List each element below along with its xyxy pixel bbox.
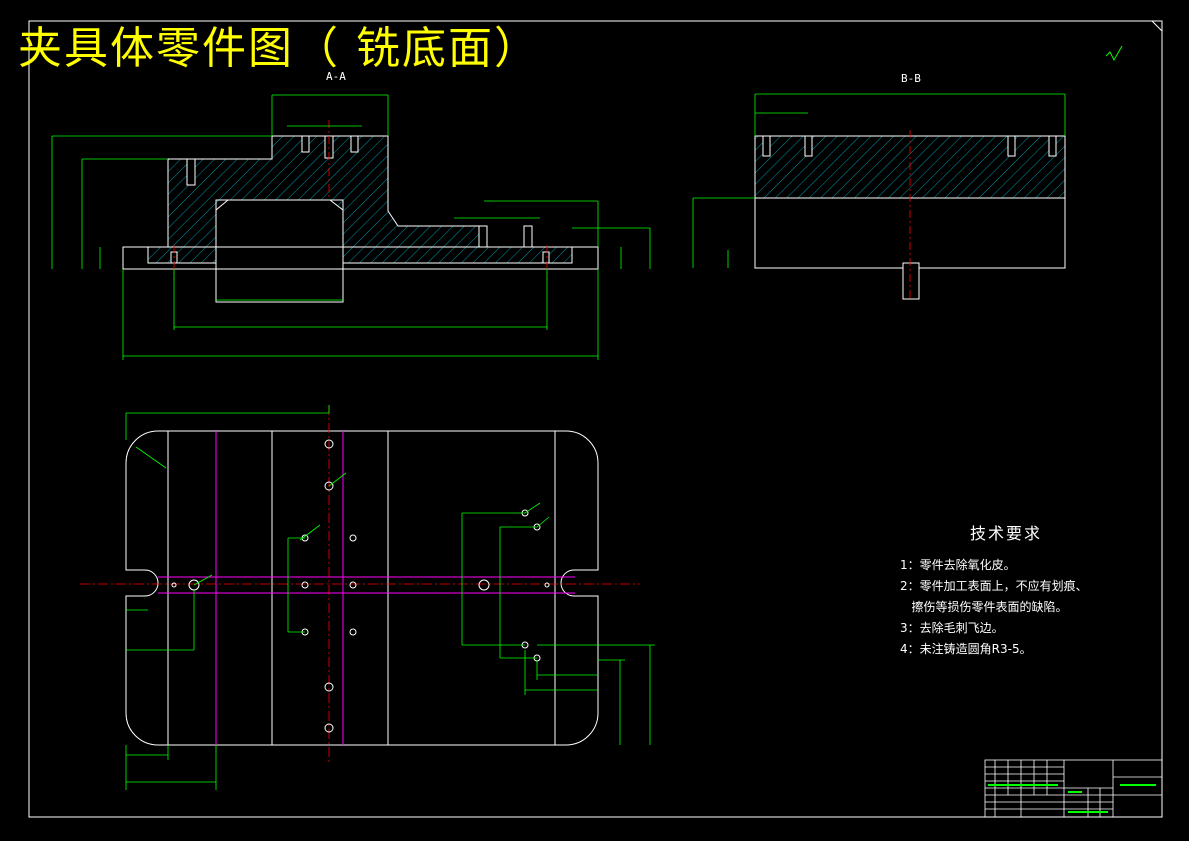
requirement-item: 擦伤等损伤零件表面的缺陷。 [900, 600, 1068, 614]
section-b-holes [762, 135, 1057, 300]
plan-view [80, 405, 655, 790]
plan-outline [125, 430, 599, 746]
outer-frame [28, 20, 1163, 818]
requirement-item: 2：零件加工表面上，不应有划痕、 [900, 579, 1088, 593]
technical-requirements-list: 1：零件去除氧化皮。 2：零件加工表面上，不应有划痕、 擦伤等损伤零件表面的缺陷… [900, 555, 1180, 660]
requirement-item: 4：未注铸造圆角R3-5。 [900, 642, 1032, 656]
section-a-centerlines [173, 120, 548, 280]
drawing-title: 夹具体零件图（ 铣底面） [18, 23, 540, 74]
section-a-base [122, 246, 599, 270]
plan-holes [171, 439, 550, 733]
section-a-cavity [215, 199, 344, 303]
title-block [984, 759, 1163, 818]
title-block-marks [988, 784, 1156, 813]
section-b-label: B-B [901, 72, 921, 85]
plan-dimensions [125, 405, 655, 790]
roughness-symbol-top-right [1105, 45, 1123, 62]
plan-internal-lines [167, 431, 556, 745]
section-a-view [51, 94, 651, 360]
section-b-dimensions [692, 93, 1066, 268]
technical-requirements-heading: 技术要求 [970, 524, 1043, 543]
section-a-label: A-A [326, 70, 346, 83]
requirement-item: 1：零件去除氧化皮。 [900, 558, 1016, 572]
plan-auxiliary-lines [158, 431, 575, 745]
section-a-dimensions [51, 94, 651, 360]
section-a-body [147, 135, 573, 264]
section-b-view [692, 93, 1066, 300]
frame-corner-mark [1151, 20, 1163, 32]
requirement-item: 3：去除毛刺飞边。 [900, 621, 1004, 635]
